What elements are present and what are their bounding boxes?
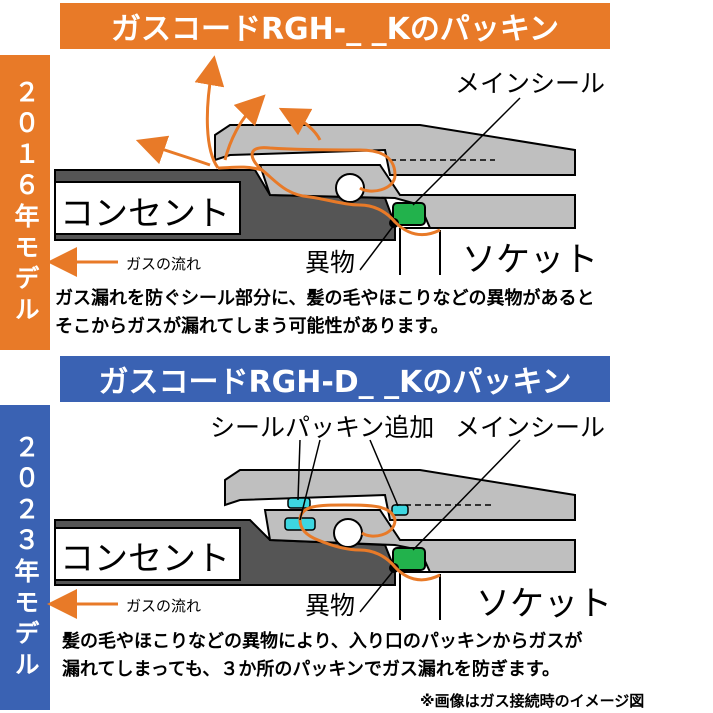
socket-body-2023 <box>399 571 575 620</box>
steel-ball-2023 <box>333 518 363 548</box>
socket-label-2016: ソケット <box>462 240 598 280</box>
side-label-2023: ２０２３年モデル <box>11 433 40 682</box>
description-line-1-2023: 髪の毛やほこりなどの異物により、入り口のパッキンからガスが <box>62 631 583 652</box>
title-2016: ガスコードRGH-_ _Kのパッキン <box>110 12 560 47</box>
main-seal-leader-2023 <box>412 439 521 551</box>
gas-flow-label-2016: ガスの流れ <box>126 255 202 273</box>
main-seal-label-2023: メインシール <box>455 413 606 442</box>
gas-path-2023 <box>298 519 441 582</box>
gas-flow-label-2023: ガスの流れ <box>126 597 202 615</box>
main-seal-leader-2016 <box>412 97 521 206</box>
added-seal-leader-b-2023 <box>299 439 321 521</box>
leak-arrow-b-2016 <box>135 135 211 167</box>
added-seal-a-2023 <box>287 497 311 509</box>
description-line-2-2023: 漏れてしまっても、３か所のパッキンでガス漏れを防ぎます。 <box>62 659 561 680</box>
added-seal-label-2023: シールパッキン追加 <box>210 413 435 442</box>
socket-label-2023: ソケット <box>476 584 612 624</box>
leak-arrow-d-2016 <box>278 107 322 141</box>
foreign-matter-label-2023: 異物 <box>305 591 356 620</box>
description-2023: 髪の毛やほこりなどの異物により、入り口のパッキンからガスが 漏れてしまっても、３… <box>62 628 582 684</box>
side-band-2023: ２０２３年モデル <box>0 405 50 710</box>
consent-label-2023: コンセント <box>60 539 230 579</box>
description-line-1-2016: ガス漏れを防ぐシール部分に、髪の毛やほこりなどの異物があると <box>55 288 595 309</box>
consent-label-2016: コンセント <box>60 194 230 234</box>
description-line-2-2016: そこからガスが漏れてしまう可能性があります。 <box>55 316 449 337</box>
main-seal-label-2016: メインシール <box>455 69 606 98</box>
diagram-2016 <box>47 55 576 277</box>
socket-sleeve-2023 <box>224 469 576 521</box>
side-label-2016: ２０１６年モデル <box>11 78 40 327</box>
steel-ball-2016 <box>335 173 365 203</box>
leak-arrow-c-2016 <box>223 94 266 161</box>
foreign-matter-label-2016: 異物 <box>305 248 356 277</box>
gas-leak-path-2016 <box>217 165 441 236</box>
title-2023: ガスコードRGH-D_ _Kのパッキン <box>98 365 572 400</box>
title-bar-2016: ガスコードRGH-_ _Kのパッキン <box>60 3 610 49</box>
leak-arrow-a-2016 <box>194 55 225 169</box>
foreign-matter-leader-2023 <box>359 569 395 613</box>
socket-body-2016 <box>399 227 575 275</box>
consent-label-box-2023 <box>54 527 241 581</box>
socket-sleeve-2016 <box>214 124 576 176</box>
main-seal-2023 <box>392 547 426 571</box>
diagram-2023 <box>47 439 576 620</box>
description-2016: ガス漏れを防ぐシール部分に、髪の毛やほこりなどの異物があると そこからガスが漏れ… <box>55 285 594 341</box>
side-band-2016: ２０１６年モデル <box>0 55 50 350</box>
added-seal-leader-c-2023 <box>369 439 399 507</box>
consent-label-box-2016 <box>54 181 241 235</box>
gas-path-loop-2023 <box>298 503 397 538</box>
foreign-matter-leader-2016 <box>359 224 395 271</box>
footnote: ※画像はガス接続時のイメージ図 <box>420 692 645 710</box>
gas-leak-loop-2016 <box>250 146 397 193</box>
added-seal-c-2023 <box>391 504 409 516</box>
title-bar-2023: ガスコードRGH-D_ _Kのパッキン <box>60 356 610 402</box>
main-seal-2016 <box>392 202 426 226</box>
added-seal-leader-a-2023 <box>297 439 301 501</box>
